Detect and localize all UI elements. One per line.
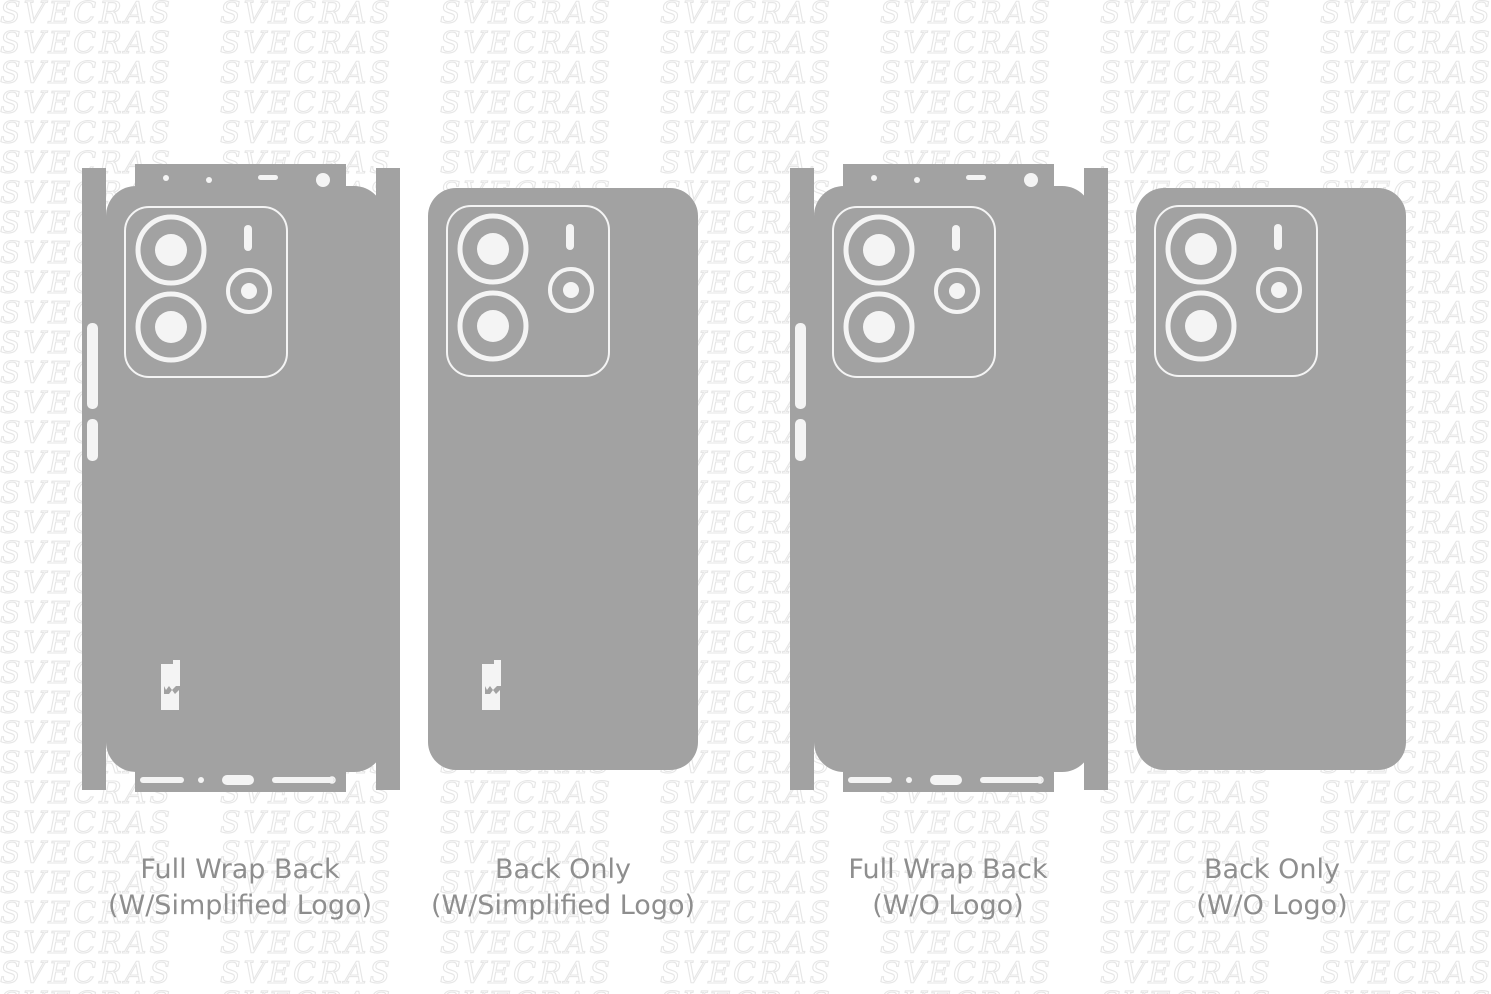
speaker-slot — [272, 777, 334, 783]
caption-back-only-no-logo: Back Only (W/O Logo) — [1092, 852, 1452, 924]
panel-full-wrap-back — [82, 164, 400, 792]
flash-slot — [566, 224, 574, 250]
main-lens-ring — [457, 290, 529, 362]
main-lens-hole — [863, 234, 895, 266]
ir-slot — [966, 175, 986, 180]
ir-slot — [258, 175, 278, 180]
right-edge-flap — [376, 168, 400, 790]
top-edge-flap — [135, 164, 346, 200]
volume-button-cutout — [795, 323, 806, 409]
caption-full-wrap-logo: Full Wrap Back (W/Simplified Logo) — [60, 852, 420, 924]
caption-line1: Full Wrap Back — [140, 854, 340, 885]
main-lens-hole — [477, 310, 509, 342]
caption-line1: Back Only — [1204, 854, 1340, 885]
top-edge-flap — [843, 164, 1054, 200]
main-lens-hole — [155, 311, 187, 343]
speaker-slot — [980, 777, 1042, 783]
flash-slot — [244, 225, 252, 251]
secondary-lens-hole — [1271, 282, 1287, 298]
volume-button-cutout — [87, 323, 98, 409]
main-lens-ring — [457, 213, 529, 285]
left-edge-flap — [82, 168, 106, 790]
main-lens-hole — [477, 233, 509, 265]
mic-hole — [906, 777, 912, 783]
secondary-lens-hole — [241, 283, 257, 299]
caption-line1: Full Wrap Back — [848, 854, 1048, 885]
caption-line2: (W/O Logo) — [1196, 890, 1348, 921]
main-lens-ring — [1165, 290, 1237, 362]
caption-back-only-logo: Back Only (W/Simplified Logo) — [383, 852, 743, 924]
left-edge-flap — [790, 168, 814, 790]
panel-back-only — [1136, 188, 1406, 770]
mic-hole — [871, 175, 877, 181]
main-lens-ring — [843, 214, 915, 286]
simplified-logo-cutout — [161, 660, 180, 710]
caption-line2: (W/Simplified Logo) — [430, 890, 696, 921]
top-hole — [316, 173, 330, 187]
caption-line1: Back Only — [495, 854, 631, 885]
mic-hole — [163, 175, 169, 181]
mic-hole — [198, 777, 204, 783]
secondary-lens-ring — [1256, 267, 1302, 313]
main-lens-hole — [1185, 233, 1217, 265]
panel-back-only — [428, 188, 698, 770]
simplified-logo-cutout — [482, 660, 501, 710]
main-lens-ring — [843, 291, 915, 363]
main-lens-ring — [135, 214, 207, 286]
speaker-slot — [848, 777, 892, 783]
mic-hole — [914, 177, 920, 183]
main-lens-hole — [155, 234, 187, 266]
power-button-cutout — [795, 419, 806, 461]
main-lens-hole — [863, 311, 895, 343]
secondary-lens-ring — [226, 268, 272, 314]
secondary-lens-hole — [949, 283, 965, 299]
speaker-slot — [140, 777, 184, 783]
caption-full-wrap-no-logo: Full Wrap Back (W/O Logo) — [768, 852, 1128, 924]
secondary-lens-hole — [563, 282, 579, 298]
sim-tray-hole — [328, 776, 336, 784]
power-button-cutout — [87, 419, 98, 461]
flash-slot — [952, 225, 960, 251]
caption-line2: (W/Simplified Logo) — [107, 890, 373, 921]
sim-tray-hole — [1036, 776, 1044, 784]
flash-slot — [1274, 224, 1282, 250]
top-hole — [1024, 173, 1038, 187]
main-lens-hole — [1185, 310, 1217, 342]
usb-port-cutout — [930, 775, 962, 785]
mic-hole — [206, 177, 212, 183]
main-lens-ring — [135, 291, 207, 363]
back-body — [1136, 188, 1406, 770]
camera-module-outline — [124, 206, 288, 378]
secondary-lens-ring — [934, 268, 980, 314]
panel-full-wrap-back — [790, 164, 1108, 792]
right-edge-flap — [1084, 168, 1108, 790]
camera-module-outline — [446, 205, 610, 377]
camera-module-outline — [1154, 205, 1318, 377]
caption-line2: (W/O Logo) — [872, 890, 1024, 921]
back-body — [428, 188, 698, 770]
camera-module-outline — [832, 206, 996, 378]
usb-port-cutout — [222, 775, 254, 785]
secondary-lens-ring — [548, 267, 594, 313]
main-lens-ring — [1165, 213, 1237, 285]
